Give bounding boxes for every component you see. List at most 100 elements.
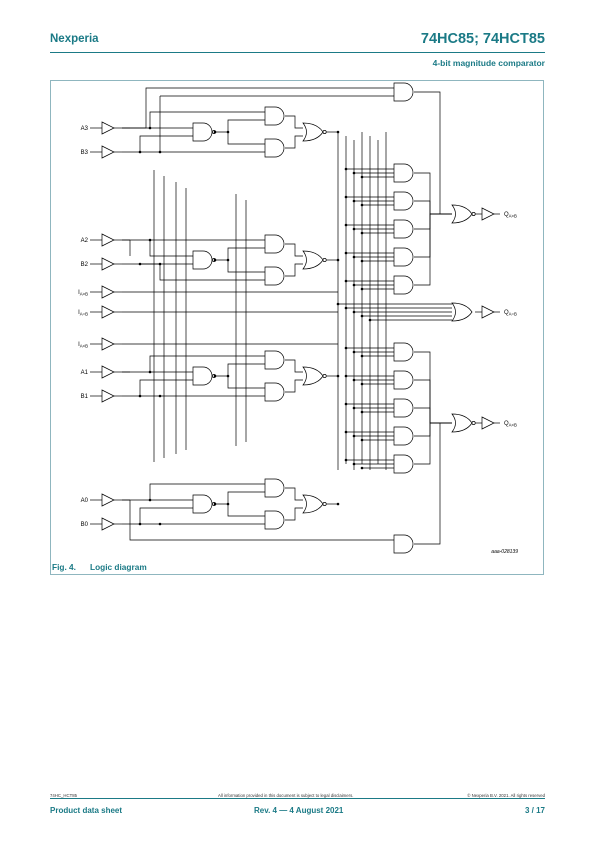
output-and-gate — [451, 302, 473, 322]
output-label: QA>B — [504, 212, 517, 219]
wire — [285, 379, 303, 393]
junction-dot — [352, 199, 356, 203]
and-gate — [192, 250, 213, 270]
junction-dot — [360, 354, 364, 358]
junction-dot — [352, 255, 356, 259]
and-gate — [264, 138, 285, 158]
inverter-bubble — [471, 421, 476, 425]
footer-disclaimer: All information provided in this documen… — [218, 793, 354, 798]
wire — [159, 264, 265, 281]
input-label: A2 — [81, 238, 89, 244]
and-gate — [393, 454, 414, 474]
junction-dot — [344, 306, 348, 310]
wire — [414, 422, 452, 437]
junction-dot — [344, 458, 348, 462]
footer-copyright: © Nexperia B.V. 2021. All rights reserve… — [467, 793, 545, 798]
junction-dot — [344, 251, 348, 255]
nor-gate — [302, 494, 324, 514]
input-label: B1 — [81, 394, 89, 400]
junction-dot — [158, 522, 162, 526]
junction-dot — [360, 175, 364, 179]
input-label: A0 — [81, 498, 89, 504]
buffer-gate — [101, 337, 115, 351]
junction-dot — [344, 374, 348, 378]
junction-dot — [138, 522, 142, 526]
footer-revision: Rev. 4 — 4 August 2021 — [254, 806, 344, 815]
inverter-bubble — [322, 258, 327, 262]
junction-dot — [352, 378, 356, 382]
wire — [139, 379, 193, 396]
and-gate — [393, 534, 414, 554]
buffer-gate — [481, 305, 495, 319]
and-gate — [393, 275, 414, 295]
wire — [139, 507, 193, 524]
figure-frame — [50, 80, 544, 575]
and-gate — [393, 398, 414, 418]
inverter-bubble — [322, 502, 327, 506]
and-gate — [393, 426, 414, 446]
junction-dot — [352, 406, 356, 410]
and-gate — [393, 82, 414, 102]
junction-dot — [226, 374, 230, 378]
input-label: A3 — [81, 126, 89, 132]
wire — [227, 504, 265, 517]
junction-dot — [213, 374, 217, 378]
wire — [122, 87, 394, 129]
junction-dot — [344, 167, 348, 171]
junction-dot — [158, 394, 162, 398]
and-gate — [264, 350, 285, 370]
wire — [414, 422, 452, 465]
junction-dot — [336, 258, 340, 262]
junction-dot — [352, 350, 356, 354]
buffer-gate — [101, 389, 115, 403]
wire — [122, 239, 193, 257]
and-gate — [393, 163, 414, 183]
wire — [139, 135, 193, 152]
footer-doc-id: 74HC_HCT85 — [50, 793, 77, 798]
junction-dot — [352, 283, 356, 287]
wire — [285, 115, 303, 129]
wire — [285, 263, 303, 277]
junction-dot — [213, 130, 217, 134]
input-label: B0 — [81, 522, 89, 528]
and-gate — [192, 494, 213, 514]
buffer-gate — [101, 517, 115, 531]
junction-dot — [148, 238, 152, 242]
wire — [149, 111, 265, 128]
buffer-gate — [101, 493, 115, 507]
junction-dot — [336, 502, 340, 506]
and-gate — [393, 342, 414, 362]
wire — [414, 422, 452, 545]
junction-dot — [213, 502, 217, 506]
junction-dot — [352, 462, 356, 466]
wire — [215, 363, 265, 377]
junction-dot — [344, 430, 348, 434]
junction-dot — [368, 318, 372, 322]
figure-title: Logic diagram — [90, 562, 147, 572]
junction-dot — [360, 287, 364, 291]
output-label: QA<B — [504, 421, 517, 428]
wire — [414, 172, 452, 215]
wire — [149, 483, 265, 500]
and-gate — [393, 247, 414, 267]
wire — [215, 247, 265, 261]
output-nor-gate — [451, 413, 473, 433]
input-label: B3 — [81, 150, 89, 156]
buffer-gate — [101, 121, 115, 135]
input-label: IA=B — [78, 310, 88, 317]
junction-dot — [360, 314, 364, 318]
junction-dot — [360, 382, 364, 386]
wire — [285, 507, 303, 521]
document-title: 74HC85; 74HCT85 — [420, 31, 545, 47]
and-gate — [192, 366, 213, 386]
junction-dot — [158, 262, 162, 266]
output-label: QA=B — [504, 310, 517, 317]
and-gate — [393, 370, 414, 390]
junction-dot — [213, 258, 217, 262]
wire — [215, 119, 265, 133]
junction-dot — [344, 223, 348, 227]
wire — [227, 132, 265, 145]
wire — [285, 243, 303, 257]
inverter-bubble — [322, 374, 327, 378]
wire — [414, 407, 452, 424]
